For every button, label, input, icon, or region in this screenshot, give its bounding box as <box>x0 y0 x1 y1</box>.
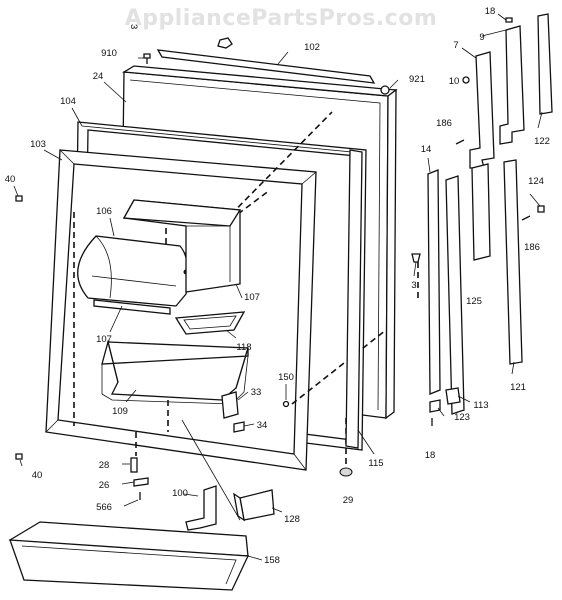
dairy-bucket <box>122 199 242 293</box>
callout-29: 29 <box>343 495 354 506</box>
inner-door-liner <box>45 149 317 471</box>
callout-18-bottom: 18 <box>425 450 436 461</box>
callout-102: 102 <box>304 42 320 53</box>
hinge-channel-9 <box>499 25 525 145</box>
handle-bracket-128 <box>233 489 275 522</box>
callout-103: 103 <box>30 139 46 150</box>
callout-24: 24 <box>93 71 104 82</box>
callout-566: 566 <box>96 502 112 513</box>
callout-100: 100 <box>172 488 188 499</box>
bracket-123 <box>429 399 441 426</box>
hinge-100 <box>185 485 217 531</box>
leader-lines <box>13 13 543 561</box>
callout-123: 123 <box>454 412 470 423</box>
door-stop-bracket <box>221 391 245 433</box>
screw-150 <box>282 400 290 408</box>
callout-109: 109 <box>112 406 128 417</box>
callout-14: 14 <box>421 144 432 155</box>
callout-186-top: 186 <box>436 118 452 129</box>
callout-115: 115 <box>368 458 383 469</box>
watermark: AppliancePartsPros.com <box>124 6 438 31</box>
callout-121: 121 <box>510 382 526 393</box>
egg-tray <box>174 311 246 335</box>
door-rail-121 <box>503 159 523 365</box>
callout-128: 128 <box>284 514 300 525</box>
callout-34: 34 <box>257 420 268 431</box>
door-side-panel-14 <box>427 169 441 395</box>
callout-9: 9 <box>479 32 484 43</box>
callout-10: 10 <box>449 76 460 87</box>
lower-channel <box>471 163 491 261</box>
top-trim-strip <box>156 49 376 84</box>
screws-right <box>455 17 545 221</box>
callout-150: 150 <box>278 372 294 383</box>
callout-labels: 3 3 910 102 921 24 104 103 40 40 106 107… <box>5 6 550 566</box>
callout-18-top: 18 <box>485 6 496 17</box>
callout-124: 124 <box>528 176 544 187</box>
callout-106: 106 <box>96 206 112 217</box>
door-rail-122 <box>537 13 553 115</box>
callout-158: 158 <box>264 555 280 566</box>
callout-3-top: 3 <box>128 24 139 29</box>
callout-107-bottom: 107 <box>96 334 112 345</box>
callout-33: 33 <box>251 387 262 398</box>
fasteners <box>15 37 421 500</box>
callout-921: 921 <box>409 74 425 85</box>
dairy-compartment-door <box>77 235 189 307</box>
bottom-door-bin <box>8 521 249 591</box>
callout-26: 26 <box>99 480 110 491</box>
callout-122: 122 <box>534 136 550 147</box>
callout-910: 910 <box>101 48 117 59</box>
callout-125: 125 <box>466 296 482 307</box>
callout-104: 104 <box>60 96 76 107</box>
callout-28: 28 <box>99 460 110 471</box>
callout-118: 118 <box>236 342 251 353</box>
bracket-113 <box>445 387 461 405</box>
callout-40-top: 40 <box>5 174 16 185</box>
shelf-rail <box>93 299 171 315</box>
callout-7: 7 <box>453 40 458 51</box>
callout-186-bottom: 186 <box>524 242 540 253</box>
callout-40-bottom: 40 <box>32 470 43 481</box>
callout-113: 113 <box>473 400 488 411</box>
door-side-panel-125 <box>445 175 465 415</box>
hinge-rail-7 <box>462 51 495 169</box>
callout-3-mid: 3 <box>411 280 416 291</box>
callout-107-top: 107 <box>244 292 260 303</box>
door-rail-115 <box>345 149 363 449</box>
